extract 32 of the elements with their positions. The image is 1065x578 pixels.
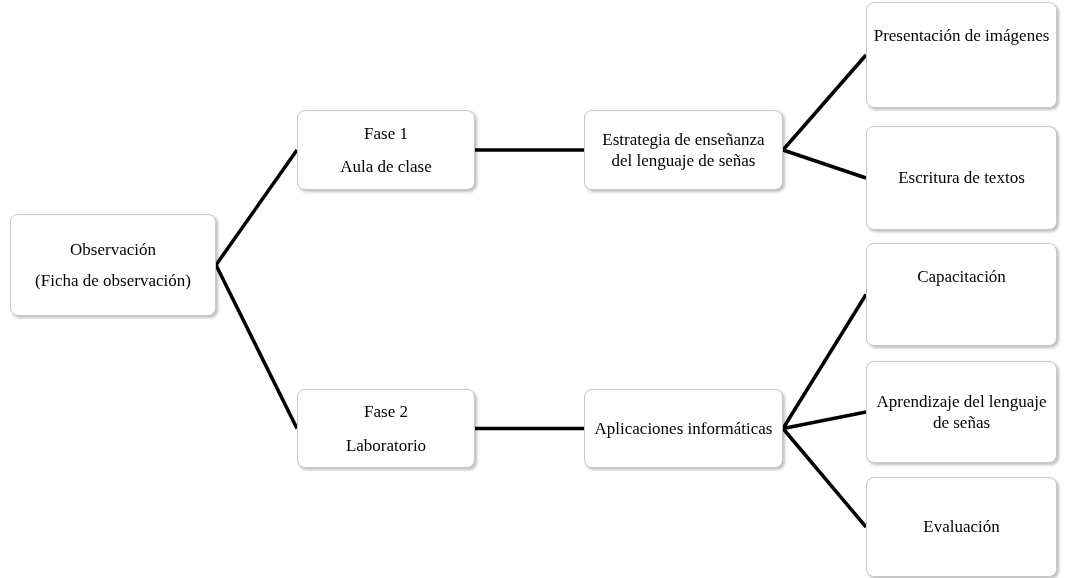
process-box	[866, 2, 1057, 108]
box-text: Aplicaciones informáticas	[594, 417, 773, 440]
process-box	[584, 110, 783, 190]
connector-line	[782, 410, 867, 431]
process-box	[866, 126, 1057, 230]
connector-line	[781, 53, 868, 152]
box-text: Presentación de imágenes	[873, 25, 1050, 47]
box-text: Capacitación	[917, 266, 1006, 288]
process-box	[297, 389, 475, 468]
box-text: (Ficha de observación)	[35, 270, 191, 292]
box-text: Evaluación	[923, 516, 1000, 538]
process-box	[584, 389, 783, 468]
connector-line	[782, 148, 867, 180]
connector-line	[781, 293, 868, 430]
process-box	[866, 243, 1057, 346]
process-box	[297, 110, 475, 190]
connector-line	[214, 149, 299, 266]
connector-line	[214, 264, 299, 430]
box-text: Aula de clase	[340, 156, 432, 178]
box-text: Aprendizaje del lenguaje de señas	[875, 390, 1048, 434]
box-text: Fase 1	[364, 122, 408, 144]
box-text: Escritura de textos	[898, 167, 1025, 189]
connector-line	[781, 427, 868, 529]
box-text: Fase 2	[364, 401, 408, 423]
box-text: Observación	[70, 238, 156, 260]
process-box	[10, 214, 216, 316]
process-box	[866, 361, 1057, 463]
connector-line	[475, 148, 584, 152]
box-text: Estrategia de enseñanza del lenguaje de señas	[601, 128, 766, 172]
process-box	[866, 477, 1057, 577]
connector-line	[475, 426, 584, 431]
box-text: Laboratorio	[345, 434, 427, 456]
